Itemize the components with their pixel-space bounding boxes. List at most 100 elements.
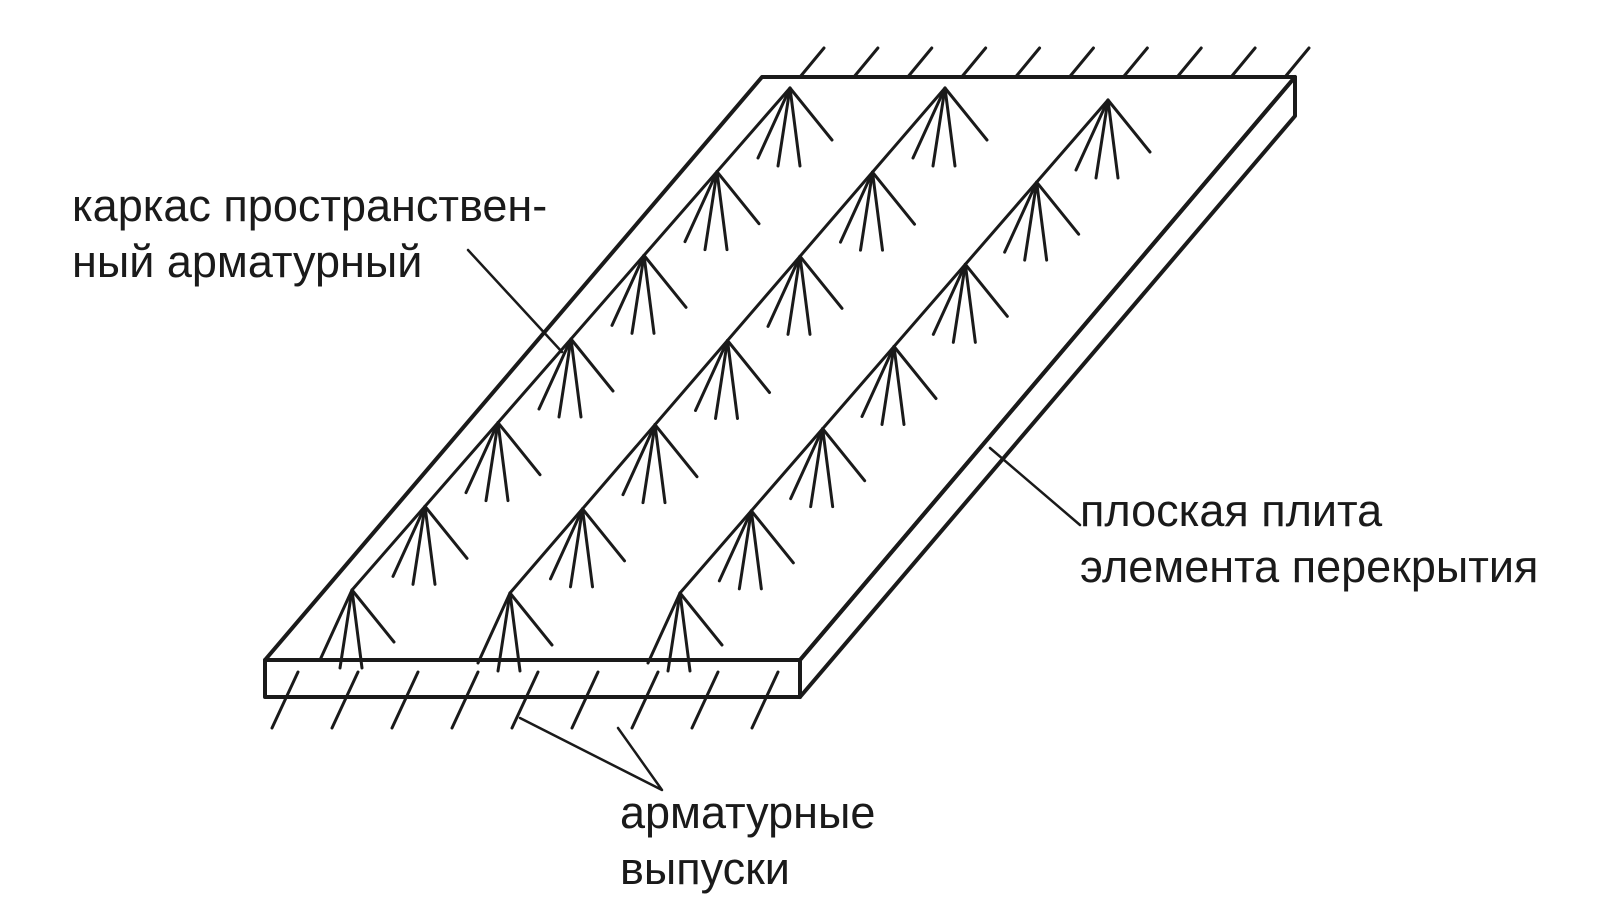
frame-bar [484,421,500,503]
frame-bar [715,170,761,226]
frame-bar [642,253,688,309]
frame-bar [737,509,753,591]
frame-bar [1106,98,1120,180]
frame-bar [943,86,989,142]
frame-bar [749,509,763,591]
frame-bar [726,339,739,420]
frame-bar [423,504,469,560]
frame-bar [963,262,1009,318]
frame-bar [1035,180,1049,262]
rebar-outlet [450,670,480,730]
leader-frame [466,248,564,354]
frame-bar [666,591,682,673]
frame-bar [798,254,844,310]
label-flat-slab-line2: элемента перекрытия [1080,541,1539,592]
leader-slab [988,446,1082,527]
frame-bar [1023,180,1039,262]
label-rebar-outlets: арматурные выпуски [620,785,875,897]
frame-bar [789,427,825,501]
frame-bar [411,504,427,586]
frame-bar [892,345,906,426]
frame-bar [496,591,512,673]
frame-bar [423,504,437,586]
rebar-outlet [330,670,360,730]
frame-bar [931,262,967,336]
frame-bar [496,421,542,477]
label-rebar-outlets-line2: выпуски [620,843,790,894]
frame-bar [821,427,835,509]
frame-bar [1003,180,1039,254]
frame-bar [621,423,657,497]
frame-bar [569,337,583,419]
frame-bar [871,170,884,252]
rebar-outlet [852,46,880,79]
frame-bar [610,253,646,327]
frame-bar [391,504,427,578]
frame-bar [338,588,354,670]
frame-bar [963,262,977,344]
frame-bar [859,170,874,252]
frame-bar [653,423,667,505]
frame-bar [1094,98,1110,180]
frame-bar [508,591,522,673]
label-spatial-frame-line2: ный арматурный [72,236,423,287]
frame-bar [766,254,802,328]
frame-bar [788,86,802,168]
frame-bar [641,423,657,505]
rebar-outlet [570,670,600,730]
frame-bar [911,86,947,160]
frame-bar [1074,98,1110,172]
frame-bar [821,427,867,483]
label-flat-slab: плоская плита элемента перекрытия [1080,483,1538,595]
frame-bar [839,170,874,244]
rebar-outlet [270,670,300,730]
frame-bar [350,588,396,644]
rebar-outlet [390,670,420,730]
rebar-outlet [750,670,780,730]
label-rebar-outlets-line1: арматурные [620,787,876,838]
frame-bar [646,591,682,665]
slab-side-edge [798,75,1297,699]
frame-bar [715,170,729,252]
label-spatial-frame-line1: каркас пространствен- [72,180,548,231]
rebar-outlet [798,46,826,79]
spatial-reinforcement-frames [318,86,1152,673]
rebar-outlet [1175,46,1203,79]
frame-bar [703,170,719,252]
frame-bar [809,427,825,509]
rebar-outlets-bottom [270,670,780,730]
frame-bar [1035,180,1081,236]
leader-bars [518,716,664,792]
frame-bar [880,345,896,426]
rebar-outlet [1067,46,1095,79]
frame-bar [1106,98,1152,154]
rebar-outlets-top [798,46,1311,79]
frame-bar [756,86,792,160]
frame-bar [717,509,753,583]
frame-bar [496,421,510,503]
frame-bar [476,591,512,665]
frame-bar [569,337,615,393]
frame-bar [581,507,594,589]
frame-bar [549,507,584,581]
leader-lines [466,248,1082,792]
frame-bar [630,253,646,335]
frame-bar [788,86,834,142]
frame-bar [694,339,729,412]
label-spatial-frame: каркас пространствен- ный арматурный [72,178,547,290]
frame-bar [726,339,771,394]
rebar-outlet [690,670,720,730]
frame-bar [508,591,554,647]
frame-bar [464,421,500,495]
frame-bar [776,86,792,168]
rebar-outlet [1121,46,1149,79]
rebar-outlet [1283,46,1311,79]
frame-bar [892,345,938,400]
frame-bar [683,170,719,244]
frame-bar [642,253,656,335]
frame-bar [537,337,573,411]
rebar-outlet [510,670,540,730]
frame-bar [557,337,573,419]
rebar-outlet [960,46,988,79]
rebar-outlet [1014,46,1042,79]
